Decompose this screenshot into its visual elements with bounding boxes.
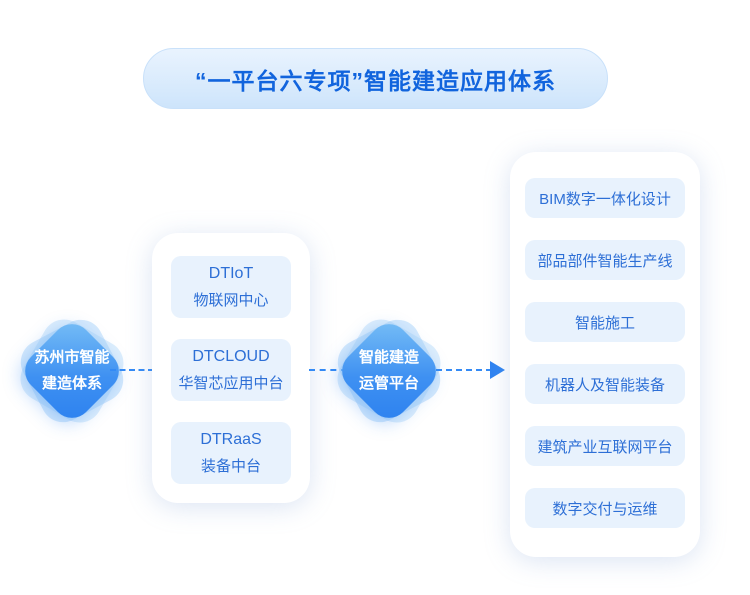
- app-item-label: 机器人及智能装备: [544, 376, 665, 394]
- application-card: BIM数字一体化设计 部品部件智能生产线 智能施工 机器人及智能装备 建筑产业互…: [510, 152, 700, 557]
- app-item-label: 建筑产业互联网平台: [537, 438, 673, 456]
- app-item-label: 智能施工: [574, 314, 635, 332]
- node-operation-platform: 智能建造 运管平台: [324, 306, 454, 436]
- platform-item-desc: 华智芯应用中台: [178, 375, 284, 392]
- platform-item-desc: 物联网中心: [193, 292, 269, 309]
- app-item-industry-internet-platform: 建筑产业互联网平台: [525, 426, 685, 466]
- platform-item-dtraas: DTRaaS 装备中台: [171, 422, 291, 484]
- node-label: 智能建造 运管平台: [324, 306, 454, 436]
- node-label-line2: 建造体系: [41, 375, 102, 392]
- node-suzhou-system: 苏州市智能 建造体系: [7, 306, 137, 436]
- node-label-line1: 苏州市智能: [34, 349, 110, 366]
- dashed-connector: [436, 369, 492, 371]
- page-title: “一平台六专项”智能建造应用体系: [195, 67, 556, 94]
- dashed-connector: [309, 369, 347, 371]
- platform-item-dtcloud: DTCLOUD 华智芯应用中台: [171, 339, 291, 401]
- app-item-digital-delivery: 数字交付与运维: [525, 488, 685, 528]
- dashed-connector: [110, 369, 154, 371]
- platform-item-name: DTCLOUD: [192, 348, 270, 365]
- platform-card: DTIoT 物联网中心 DTCLOUD 华智芯应用中台 DTRaaS 装备中台: [152, 233, 310, 503]
- app-item-bim-design: BIM数字一体化设计: [525, 178, 685, 218]
- app-item-smart-production-line: 部品部件智能生产线: [525, 240, 685, 280]
- app-item-robots-equipment: 机器人及智能装备: [525, 364, 685, 404]
- app-item-label: 数字交付与运维: [552, 500, 658, 518]
- arrow-head-icon: [490, 361, 505, 379]
- app-item-label: 部品部件智能生产线: [537, 252, 673, 270]
- platform-item-desc: 装备中台: [200, 458, 261, 475]
- platform-item-dtiot: DTIoT 物联网中心: [171, 256, 291, 318]
- node-label-line2: 运管平台: [358, 375, 419, 392]
- node-label-line1: 智能建造: [358, 349, 419, 366]
- platform-item-name: DTIoT: [208, 265, 254, 282]
- app-item-label: BIM数字一体化设计: [539, 190, 671, 208]
- node-label: 苏州市智能 建造体系: [7, 306, 137, 436]
- title-banner: “一平台六专项”智能建造应用体系: [143, 48, 608, 109]
- app-item-smart-construction: 智能施工: [525, 302, 685, 342]
- platform-item-name: DTRaaS: [200, 431, 262, 448]
